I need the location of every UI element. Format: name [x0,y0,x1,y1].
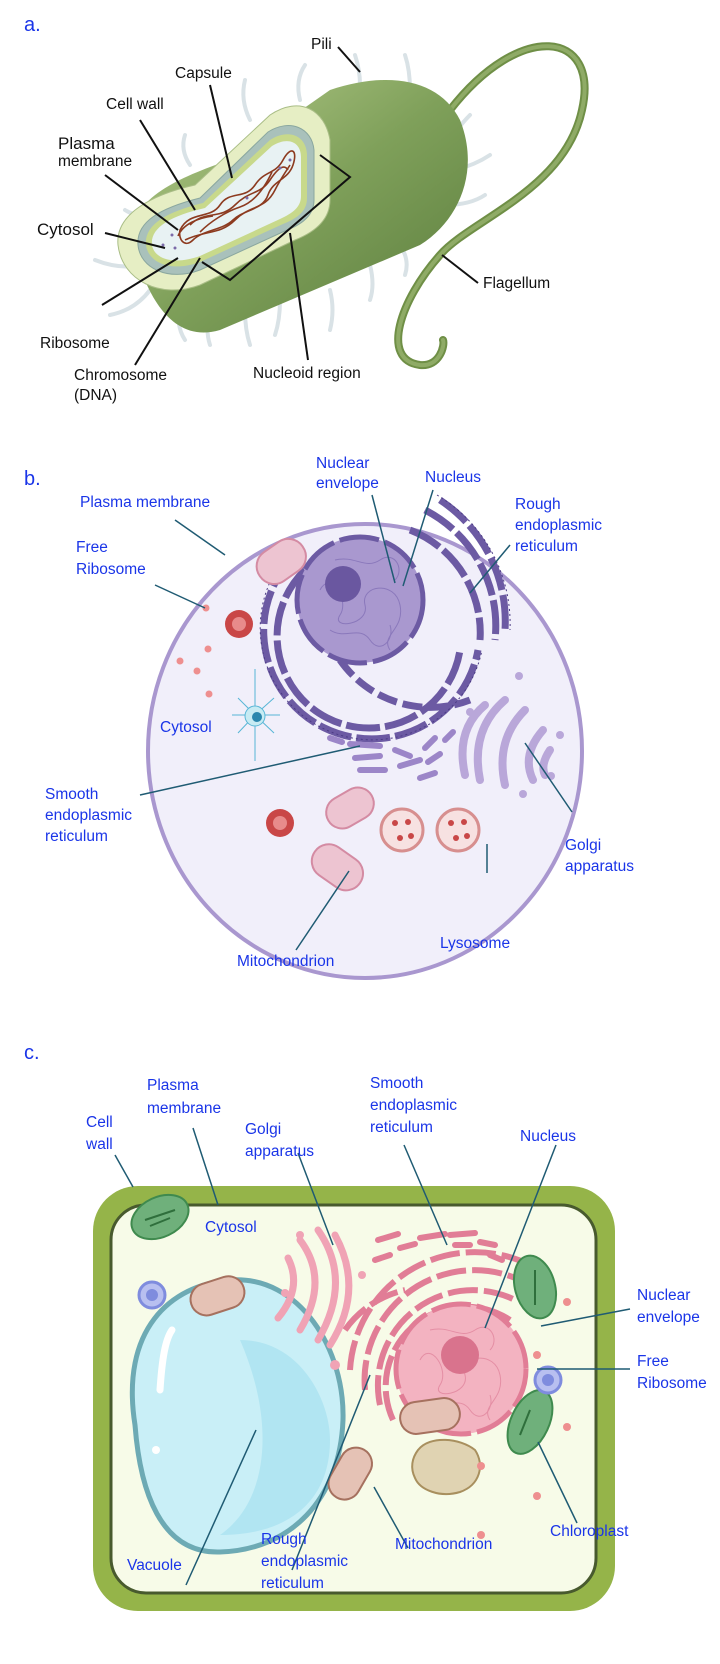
label-free-ribosome-line1: Free [637,1353,669,1370]
label-nuclear-envelope-line1: Nuclear [316,455,370,472]
label-nuclear-envelope-line1: Nuclear [637,1287,691,1304]
label-ribosome: Ribosome [40,335,110,352]
label-golgi-line2: apparatus [565,858,634,875]
label-rough-er-line3: reticulum [261,1575,324,1592]
free-ribosome-dots [176,604,213,698]
label-capsule: Capsule [175,65,232,82]
label-cell-wall: Cell wall [106,96,164,113]
panel-a-prokaryotic-cell: a. [0,0,720,410]
plant-cell-illustration [93,1127,631,1611]
free-ribosome-dots [477,1298,571,1539]
label-chromosome-line2: (DNA) [74,387,118,404]
smooth-er-shape [372,1230,505,1263]
label-pili: Pili [311,36,332,53]
label-nuclear-envelope-line2: envelope [637,1309,700,1326]
label-lysosome: Lysosome [440,935,511,952]
label-free-ribosome-line2: Ribosome [637,1375,707,1392]
peroxisome-shapes [225,610,294,837]
label-rough-er-line1: Rough [515,496,561,513]
prokaryote-illustration [93,42,589,370]
label-plasma-membrane-line2: membrane [147,1100,222,1117]
mitochondria-shapes [189,1275,461,1501]
golgi-shape [458,696,554,789]
panel-b-animal-cell: b. [0,440,720,1020]
amyloplast-shape [411,1438,481,1496]
vesicle-shapes [137,1280,563,1395]
label-rough-er-line2: endoplasmic [261,1553,349,1570]
leader-lines-c [114,1127,631,1586]
label-cytosol: Cytosol [160,719,212,736]
label-rough-er-line1: Rough [261,1531,307,1548]
label-nucleoid-region: Nucleoid region [253,365,361,382]
label-rough-er-line3: reticulum [515,538,578,555]
label-chloroplast: Chloroplast [550,1523,629,1540]
label-nuclear-envelope-line2: envelope [316,475,379,492]
label-nucleus: Nucleus [425,469,481,486]
nucleus-shape [294,534,426,666]
chromosome-dna [177,150,296,245]
label-chromosome-line1: Chromosome [74,367,168,384]
leader-lines-a [101,46,479,366]
cytosol-region [151,141,301,261]
label-golgi-line1: Golgi [245,1121,282,1138]
label-mitochondrion: Mitochondrion [395,1536,493,1553]
label-cytosol: Cytosol [205,1219,257,1236]
nucleolus-shape [325,566,361,602]
plasma-membrane-shape [146,522,584,980]
label-cell-wall-line2: wall [86,1136,113,1153]
label-cytosol: Cytosol [37,220,94,239]
label-smooth-er-line2: endoplasmic [45,807,133,824]
panel-c-plant-cell: c. [0,1030,720,1664]
mitochondria-shapes [255,537,375,892]
lysosome-shapes [379,807,481,853]
label-free-ribosome-line2: Ribosome [76,561,146,578]
rough-er-shape [342,1249,532,1422]
label-plasma-membrane-line1: Plasma [147,1077,199,1094]
leader-lines-b [139,489,573,951]
rough-er-shape [260,497,509,743]
label-golgi-line1: Golgi [565,837,602,854]
label-vacuole: Vacuole [127,1557,182,1574]
label-free-ribosome-line1: Free [76,539,108,556]
panel-letter-b: b. [24,468,41,490]
label-smooth-er-line3: reticulum [370,1119,433,1136]
label-plasma-membrane-line2: membrane [58,153,133,170]
golgi-shape [274,1226,353,1349]
animal-cell-illustration [139,489,584,980]
panel-letter-c: c. [24,1042,40,1064]
chloroplast-shapes [130,1193,558,1455]
panel-letter-a: a. [24,14,41,36]
label-mitochondrion: Mitochondrion [237,953,335,970]
centrosome-shape [232,669,280,761]
label-cell-wall-line1: Cell [86,1114,113,1131]
ribosome-dots [161,158,292,250]
label-smooth-er-line1: Smooth [45,786,99,803]
label-smooth-er-line2: endoplasmic [370,1097,458,1114]
label-plasma-membrane-line1: Plasma [58,134,115,153]
label-flagellum: Flagellum [483,275,551,292]
nucleolus-shape [441,1336,479,1374]
label-nucleus: Nucleus [520,1128,576,1145]
label-rough-er-line2: endoplasmic [515,517,603,534]
smooth-er-shape [327,729,456,781]
label-smooth-er-line3: reticulum [45,828,108,845]
label-smooth-er-line1: Smooth [370,1075,424,1092]
label-golgi-line2: apparatus [245,1143,314,1160]
label-plasma-membrane: Plasma membrane [80,494,211,511]
